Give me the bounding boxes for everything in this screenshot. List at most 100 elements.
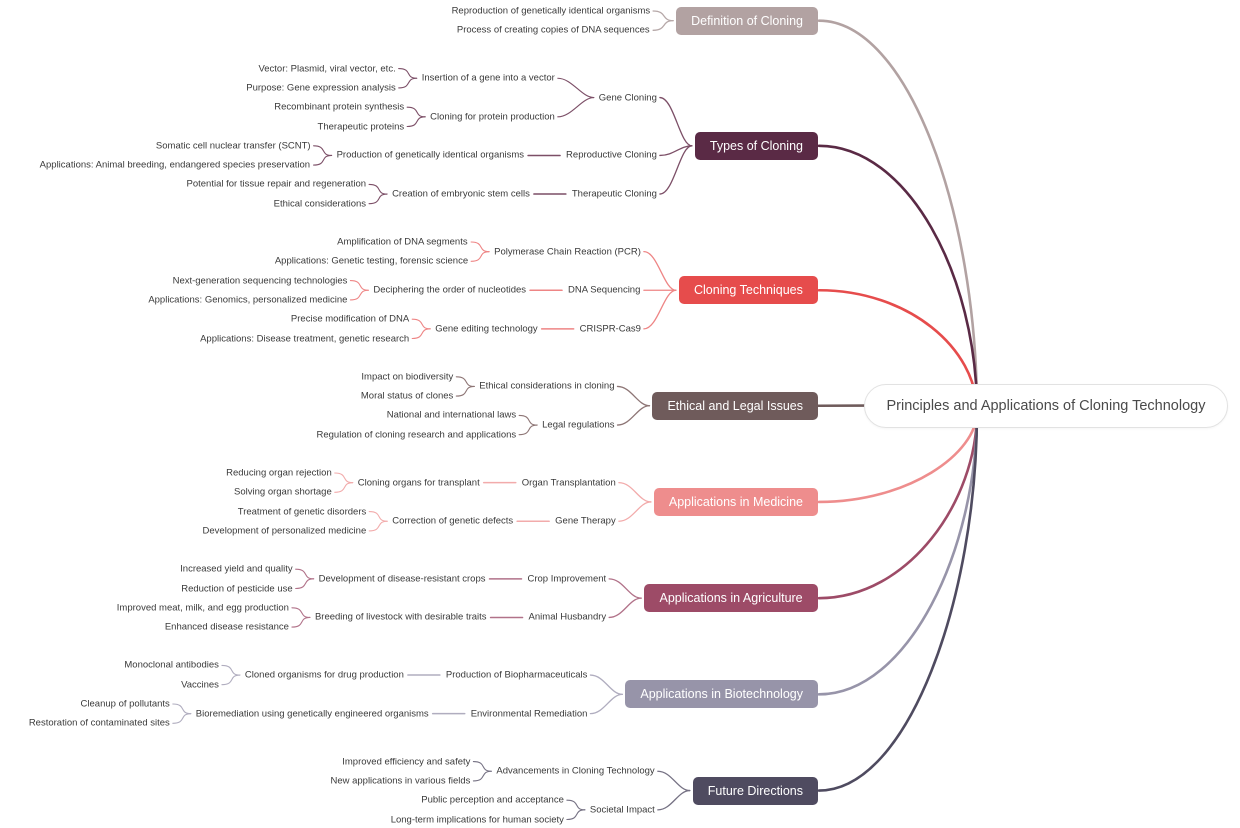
topic-label[interactable]: Animal Husbandry [528,611,607,623]
topic-label[interactable]: Polymerase Chain Reaction (PCR) [494,245,641,257]
topic-label[interactable]: Ethical considerations in cloning [479,380,615,392]
branch-node[interactable]: Applications in Medicine [653,487,818,516]
topic-label[interactable]: Legal regulations [542,419,615,431]
topic-label[interactable]: New applications in various fields [330,775,471,787]
link-path [817,410,979,792]
branch-node[interactable]: Definition of Cloning [676,6,818,35]
link-path [657,789,691,811]
link-path [221,664,241,676]
topic-label[interactable]: Amplification of DNA segments [337,236,468,248]
link-path [334,482,354,493]
topic-label[interactable]: Restoration of contaminated sites [28,717,170,729]
link-path [368,183,388,195]
topic-label[interactable]: Improved meat, milk, and egg production [116,602,289,614]
branch-node[interactable]: Applications in Biotechnology [625,680,818,709]
link-path [518,424,538,436]
topic-label[interactable]: Crop Improvement [527,573,607,585]
topic-label[interactable]: Recombinant protein synthesis [274,101,405,113]
root-node[interactable]: Principles and Applications of Cloning T… [864,383,1228,428]
link-path [411,328,431,340]
link-path [659,145,693,157]
topic-label[interactable]: Insertion of a gene into a vector [421,72,555,84]
link-path [398,77,418,89]
topic-label[interactable]: CRISPR-Cas9 [579,323,641,335]
topic-label[interactable]: Cleanup of pollutants [80,698,170,710]
topic-label[interactable]: Next-generation sequencing technologies [172,274,348,286]
topic-label[interactable]: Moral status of clones [360,390,454,402]
topic-label[interactable]: Impact on biodiversity [361,371,454,383]
topic-label[interactable]: Regulation of cloning research and appli… [316,428,517,440]
link-path [470,251,490,262]
topic-label[interactable]: Creation of embryonic stem cells [392,188,530,200]
topic-label[interactable]: Development of disease-resistant crops [318,573,486,585]
topic-label[interactable]: Reproduction of genetically identical or… [451,5,651,17]
topic-label[interactable]: Gene Therapy [555,515,616,527]
topic-label[interactable]: Precise modification of DNA [290,313,410,325]
topic-label[interactable]: National and international laws [386,409,517,421]
topic-label[interactable]: Process of creating copies of DNA sequen… [456,24,650,36]
topic-label[interactable]: Purpose: Gene expression analysis [246,82,396,94]
link-path [618,501,652,522]
topic-label[interactable]: Long-term implications for human society [390,813,564,825]
topic-label[interactable]: Ethical considerations [273,197,367,209]
topic-label[interactable]: Solving organ shortage [234,486,332,498]
topic-label[interactable]: Vaccines [181,678,219,690]
branch-node[interactable]: Future Directions [692,776,818,805]
topic-label[interactable]: Reduction of pesticide use [181,582,293,594]
topic-label[interactable]: Applications: Disease treatment, genetic… [200,332,410,344]
link-path [817,410,979,600]
topic-label[interactable]: DNA Sequencing [568,284,641,296]
topic-label[interactable]: Societal Impact [589,804,655,816]
topic-label[interactable]: Development of personalized medicine [202,525,367,537]
topic-label[interactable]: Applications: Animal breeding, endangere… [39,159,311,171]
topic-label[interactable]: Therapeutic proteins [317,120,405,132]
link-path [349,280,369,291]
topic-label[interactable]: Applications: Genetic testing, forensic … [274,255,469,267]
link-path [652,20,674,31]
link-path [455,385,475,397]
link-path [221,674,241,686]
topic-label[interactable]: Treatment of genetic disorders [237,505,367,517]
topic-label[interactable]: Breeding of livestock with desirable tra… [314,611,487,623]
branch-node[interactable]: Cloning Techniques [678,276,818,305]
link-path [368,511,388,522]
link-path [349,289,369,301]
topic-label[interactable]: Environmental Remediation [470,707,588,719]
topic-label[interactable]: Production of Biopharmaceuticals [445,669,588,681]
topic-label[interactable]: Bioremediation using genetically enginee… [195,707,429,719]
topic-label[interactable]: Cloned organisms for drug production [244,669,404,681]
link-path [398,68,418,79]
topic-label[interactable]: Therapeutic Cloning [571,188,657,200]
topic-label[interactable]: Cloning for protein production [430,111,555,123]
topic-label[interactable]: Increased yield and quality [180,563,293,575]
link-path [566,809,586,821]
topic-label[interactable]: Improved efficiency and safety [342,755,471,767]
topic-label[interactable]: Cloning organs for transplant [357,476,480,488]
link-path [172,713,192,724]
topic-label[interactable]: Potential for tissue repair and regenera… [186,178,367,190]
topic-label[interactable]: Public perception and acceptance [421,794,564,806]
link-path [589,693,624,715]
topic-label[interactable]: Reducing organ rejection [226,467,332,479]
topic-label[interactable]: Gene Cloning [598,91,657,103]
link-path [295,568,315,580]
topic-label[interactable]: Production of genetically identical orga… [336,149,525,161]
topic-label[interactable]: Applications: Genomics, personalized med… [148,294,348,306]
topic-label[interactable]: Organ Transplantation [521,476,616,488]
topic-label[interactable]: Deciphering the order of nucleotides [373,284,527,296]
branch-node[interactable]: Ethical and Legal Issues [652,391,818,420]
link-path [295,578,315,590]
topic-label[interactable]: Monoclonal antibodies [124,659,219,671]
topic-label[interactable]: Gene editing technology [435,323,538,335]
topic-label[interactable]: Advancements in Cloning Technology [496,765,655,777]
topic-label[interactable]: Vector: Plasmid, viral vector, etc. [258,62,396,74]
branch-node[interactable]: Applications in Agriculture [644,584,818,613]
topic-label[interactable]: Correction of genetic defects [392,515,514,527]
topic-label[interactable]: Somatic cell nuclear transfer (SCNT) [155,140,311,152]
link-path [817,19,979,413]
topic-label[interactable]: Reproductive Cloning [566,149,657,161]
topic-label[interactable]: Enhanced disease resistance [164,621,289,633]
branch-node[interactable]: Types of Cloning [694,131,818,160]
